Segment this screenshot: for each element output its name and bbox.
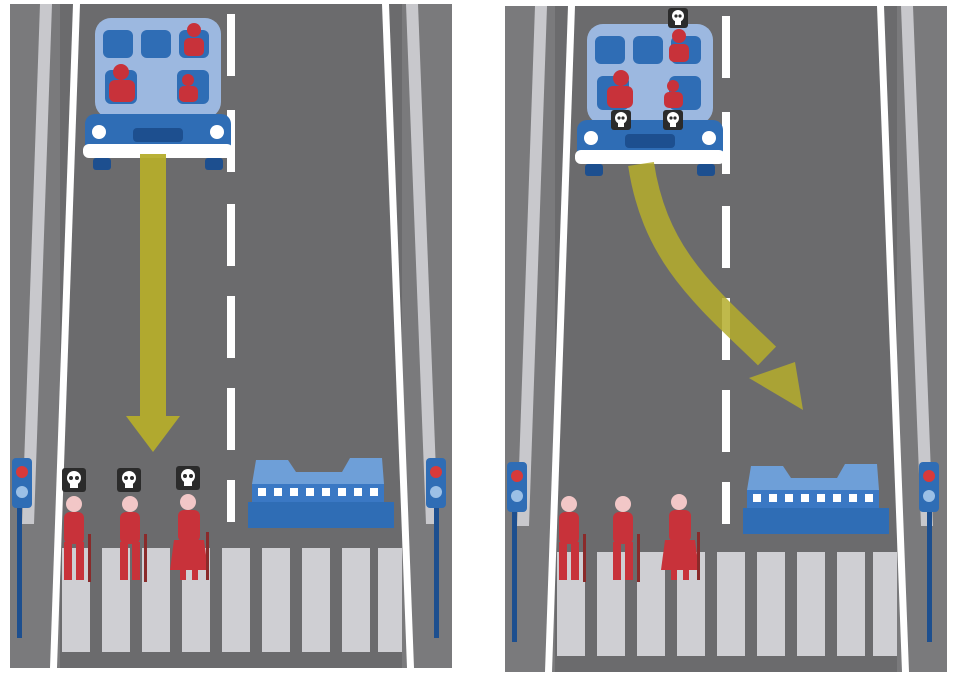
pedestrian-icon [559, 496, 586, 582]
autonomous-car [83, 18, 233, 170]
skull-icon [176, 466, 200, 490]
skull-icon [117, 468, 141, 492]
pedestrian-icon [64, 496, 91, 582]
left-edge-line [545, 6, 575, 672]
pedestrian-icon [661, 494, 700, 580]
left-edge-line [50, 4, 80, 668]
passenger-icon [664, 80, 683, 108]
path-arrow-swerve [628, 161, 803, 410]
right-railing [406, 4, 438, 524]
passenger-icon [607, 70, 633, 108]
crosswalk [557, 552, 897, 656]
right-edge-line [382, 4, 414, 668]
pedestrian-icon [170, 494, 209, 580]
scenario-swerve [505, 6, 947, 672]
concrete-barrier [248, 458, 394, 528]
traffic-signal-icon [426, 458, 446, 638]
path-arrow-straight [126, 154, 180, 452]
skull-icon [663, 110, 683, 130]
scenario-stay-course [10, 4, 452, 668]
left-railing [22, 4, 52, 524]
scene-left [10, 4, 452, 668]
pedestrian-icon [613, 496, 640, 582]
right-edge-line [877, 6, 909, 672]
crosswalk [62, 548, 402, 652]
passenger-icon [179, 74, 198, 102]
traffic-signal-icon [919, 462, 939, 642]
passenger-icon [184, 23, 204, 56]
passenger-icon [109, 64, 135, 102]
right-railing [901, 6, 933, 526]
traffic-signal-icon [507, 462, 527, 642]
skull-icon [668, 8, 688, 28]
skull-icon [611, 110, 631, 130]
concrete-barrier [743, 464, 889, 534]
left-railing [517, 6, 547, 526]
skull-icon [62, 468, 86, 492]
traffic-signal-icon [12, 458, 32, 638]
autonomous-car [575, 8, 725, 176]
passenger-icon [669, 29, 689, 62]
pedestrian-icon [120, 496, 147, 582]
scene-right [505, 6, 947, 672]
